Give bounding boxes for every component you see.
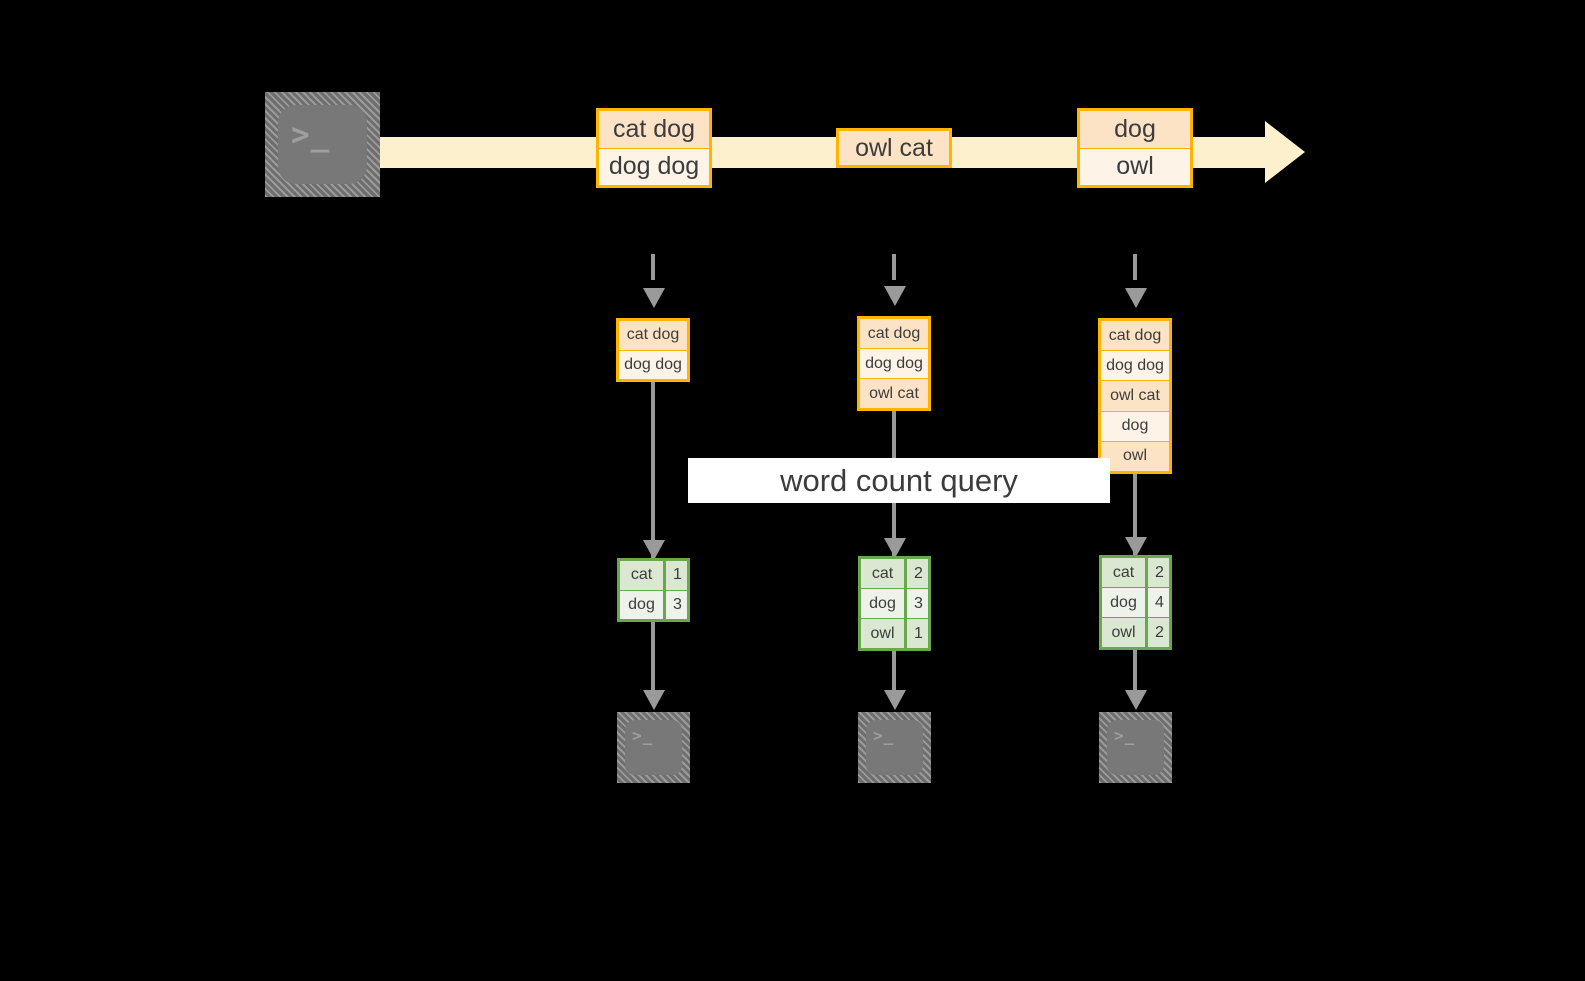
snapshot-2-sink-line (892, 651, 896, 694)
batch-2-tap-line (892, 254, 896, 290)
result-count: 3 (666, 590, 687, 619)
result-word: owl (861, 619, 907, 648)
record-line: cat dog (619, 321, 687, 351)
result-count: 1 (907, 619, 928, 648)
snapshot-1-result-table[interactable]: cat 1 dog 3 (617, 558, 690, 622)
record-line: dog dog (860, 349, 928, 379)
batch-3-tap-line (1133, 254, 1137, 292)
terminal-screen (625, 720, 682, 775)
table-row: dog 3 (861, 589, 928, 619)
result-count: 1 (666, 561, 687, 590)
snapshot-2-result-table[interactable]: cat 2 dog 3 owl 1 (858, 556, 931, 651)
snapshot-3-sink-arrowhead (1125, 690, 1147, 710)
batch-1-tap-line (651, 254, 655, 292)
record-line: owl cat (1101, 381, 1169, 412)
result-count: 2 (907, 559, 928, 588)
source-terminal-icon[interactable]: >_ (265, 92, 380, 197)
snapshot-2-sink-terminal-icon[interactable]: >_ (858, 712, 931, 783)
record-line: cat dog (1101, 321, 1169, 352)
table-row: dog 4 (1102, 588, 1169, 618)
stream-batch-3[interactable]: dog owl (1077, 108, 1193, 188)
snapshot-3-result-table[interactable]: cat 2 dog 4 owl 2 (1099, 555, 1172, 650)
snapshot-2-query-arrowhead (884, 538, 906, 558)
terminal-screen (278, 105, 367, 184)
stream-batch-1[interactable]: cat dog dog dog (596, 108, 712, 188)
batch-2-tap-arrowhead (884, 286, 906, 306)
stream-arrowhead (1265, 121, 1305, 183)
result-word: dog (620, 590, 666, 619)
record-line: cat dog (599, 111, 709, 149)
table-row: owl 2 (1102, 618, 1169, 647)
table-row: dog 3 (620, 590, 687, 619)
snapshot-1-query-arrowhead (643, 540, 665, 560)
result-word: cat (861, 559, 907, 588)
prompt-glyph: >_ (1114, 726, 1136, 745)
table-row: owl 1 (861, 619, 928, 648)
snapshot-1-query-line (651, 382, 655, 560)
stream-batch-2[interactable]: owl cat (836, 128, 952, 168)
query-banner: word count query (688, 458, 1110, 503)
snapshot-1-accumulated-records[interactable]: cat dog dog dog (616, 318, 690, 382)
result-count: 2 (1148, 558, 1169, 587)
terminal-screen (1107, 720, 1164, 775)
prompt-glyph: >_ (291, 117, 331, 153)
snapshot-2-sink-arrowhead (884, 690, 906, 710)
result-word: cat (1102, 558, 1148, 587)
snapshot-3-query-arrowhead (1125, 537, 1147, 557)
result-word: cat (620, 561, 666, 590)
result-word: dog (861, 589, 907, 618)
record-line: dog dog (619, 350, 687, 379)
result-count: 2 (1148, 618, 1169, 647)
prompt-glyph: >_ (632, 726, 654, 745)
record-line: dog (1080, 111, 1190, 149)
snapshot-3-query-line (1133, 474, 1137, 558)
prompt-glyph: >_ (873, 726, 895, 745)
record-line: owl cat (860, 379, 928, 408)
record-line: owl cat (839, 131, 949, 165)
result-count: 3 (907, 589, 928, 618)
result-count: 4 (1148, 588, 1169, 617)
record-line: dog dog (599, 148, 709, 185)
snapshot-1-sink-arrowhead (643, 690, 665, 710)
table-row: cat 2 (861, 559, 928, 589)
record-line: owl (1080, 148, 1190, 185)
result-word: owl (1102, 618, 1148, 647)
snapshot-3-sink-line (1133, 650, 1137, 694)
snapshot-3-accumulated-records[interactable]: cat dog dog dog owl cat dog owl (1098, 318, 1172, 474)
record-line: owl (1101, 441, 1169, 472)
table-row: cat 1 (620, 561, 687, 591)
snapshot-1-sink-terminal-icon[interactable]: >_ (617, 712, 690, 783)
batch-3-tap-arrowhead (1125, 288, 1147, 308)
snapshot-1-sink-line (651, 622, 655, 694)
terminal-screen (866, 720, 923, 775)
batch-1-tap-arrowhead (643, 288, 665, 308)
result-word: dog (1102, 588, 1148, 617)
snapshot-3-sink-terminal-icon[interactable]: >_ (1099, 712, 1172, 783)
record-line: cat dog (860, 319, 928, 349)
record-line: dog dog (1101, 351, 1169, 382)
query-banner-label: word count query (780, 462, 1018, 498)
snapshot-2-accumulated-records[interactable]: cat dog dog dog owl cat (857, 316, 931, 411)
table-row: cat 2 (1102, 558, 1169, 588)
record-line: dog (1101, 411, 1169, 442)
